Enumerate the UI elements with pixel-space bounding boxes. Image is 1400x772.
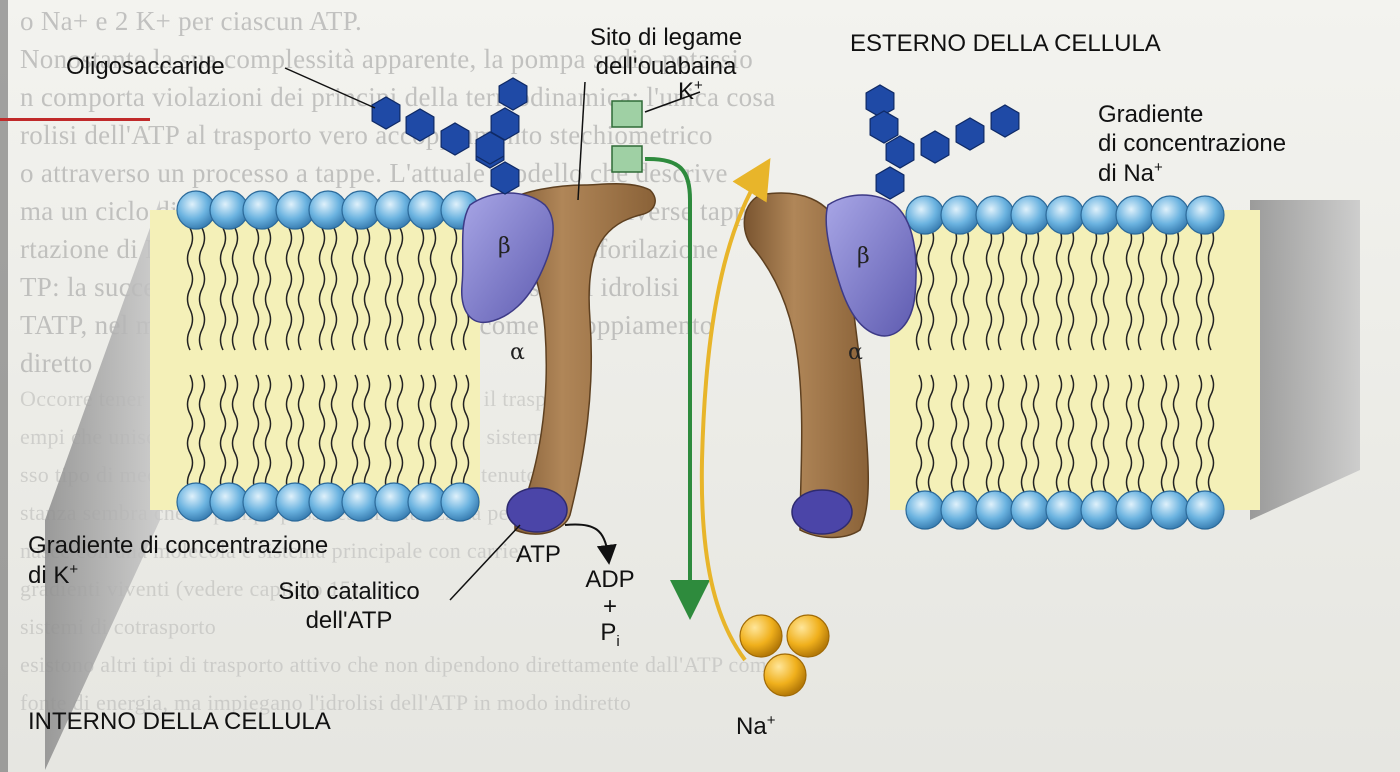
- alpha-label-right: α: [848, 340, 863, 365]
- phospholipid-head: [976, 196, 1014, 234]
- phospholipid-head: [1011, 491, 1049, 529]
- catalytic-site-leader: [450, 525, 520, 600]
- phospholipid-head: [243, 191, 281, 229]
- atp-site-right: [792, 490, 852, 534]
- na-gradient-label: Gradiente di concentrazione di Na+: [1098, 101, 1286, 188]
- phospholipid-head: [1046, 196, 1084, 234]
- sugar-hexagon: [921, 131, 949, 163]
- inside-cell-label: INTERNO DELLA CELLULA: [28, 708, 331, 737]
- phospholipid-head: [210, 191, 248, 229]
- atp-label: ATP: [516, 541, 561, 570]
- outside-cell-label: ESTERNO DELLA CELLULA: [850, 30, 1161, 59]
- phospholipid-head: [441, 483, 479, 521]
- phospholipid-head: [1081, 196, 1119, 234]
- atp-to-adp-arrow: [565, 524, 608, 555]
- phospholipid-head: [309, 191, 347, 229]
- sugar-hexagon: [991, 105, 1019, 137]
- sugar-hexagon: [441, 123, 469, 155]
- phospholipid-head: [375, 191, 413, 229]
- sugar-hexagon: [499, 78, 527, 110]
- phospholipid-head: [906, 491, 944, 529]
- phospholipid-head: [906, 196, 944, 234]
- membrane-slab-right: [1250, 200, 1360, 520]
- pi-subscript: i: [616, 633, 619, 650]
- phospholipid-head: [1116, 196, 1154, 234]
- na-gradient-line1: Gradiente: [1098, 101, 1286, 130]
- k-ion-symbol: K: [678, 78, 694, 105]
- na-gradient-charge: +: [1154, 159, 1163, 176]
- atp-catalytic-site-left: [507, 488, 567, 532]
- beta-label-left: β: [498, 234, 511, 259]
- na-ion-3: [764, 654, 806, 696]
- phospholipid-head: [309, 483, 347, 521]
- phospholipid-head: [1151, 196, 1189, 234]
- phospholipid-head: [177, 191, 215, 229]
- k-ion-label: K+: [678, 77, 703, 107]
- phospholipid-head: [342, 191, 380, 229]
- sugar-hexagon: [956, 118, 984, 150]
- na-gradient-line2: di concentrazione: [1098, 130, 1286, 159]
- na-ion-charge: +: [767, 712, 776, 729]
- ouabain-site-label: Sito di legame dell'ouabaina: [546, 24, 786, 82]
- adp-products-label: ADP + Pi: [570, 566, 650, 651]
- catalytic-site-line1: Sito catalitico: [254, 578, 444, 607]
- phospholipid-head: [976, 491, 1014, 529]
- na-ion-1: [740, 615, 782, 657]
- sugar-hexagon: [866, 85, 894, 117]
- phospholipid-head: [210, 483, 248, 521]
- phospholipid-head: [408, 191, 446, 229]
- phospholipid-head: [1151, 491, 1189, 529]
- k-ion-square-2: [612, 146, 642, 172]
- phospholipid-head: [276, 191, 314, 229]
- ouabain-site-leader: [578, 82, 585, 200]
- membrane-slab-left: [45, 200, 160, 770]
- pi-label: P: [600, 619, 616, 646]
- plus-label: +: [570, 595, 650, 619]
- k-gradient-line1: Gradiente di concentrazione: [28, 532, 328, 561]
- ouabain-site-label-line1: Sito di legame: [546, 24, 786, 53]
- sugar-hexagon: [372, 97, 400, 129]
- phospholipid-head: [243, 483, 281, 521]
- membrane-core-right: [890, 210, 1260, 510]
- phospholipid-head: [342, 483, 380, 521]
- phospholipid-head: [408, 483, 446, 521]
- catalytic-site-line2: dell'ATP: [254, 607, 444, 636]
- sugar-hexagon: [870, 111, 898, 143]
- phospholipid-head: [276, 483, 314, 521]
- catalytic-site-label: Sito catalitico dell'ATP: [254, 578, 444, 636]
- k-gradient-line2: di K: [28, 562, 69, 589]
- k-ion-square-1: [612, 101, 642, 127]
- ouabain-site-label-line2: dell'ouabaina: [546, 53, 786, 82]
- oligosaccharide-leader: [285, 68, 375, 108]
- k-ion-charge: +: [694, 77, 703, 94]
- beta-label-right: β: [857, 244, 870, 269]
- sugar-hexagon: [876, 167, 904, 199]
- sugar-hexagon: [886, 136, 914, 168]
- phospholipid-head: [1046, 491, 1084, 529]
- phospholipid-head: [1186, 491, 1224, 529]
- na-ion-symbol: Na: [736, 713, 767, 740]
- na-gradient-line3: di Na: [1098, 160, 1154, 187]
- sugar-hexagon: [491, 162, 519, 194]
- oligosaccharide-label: Oligosaccaride: [66, 53, 225, 82]
- sugar-hexagon: [406, 109, 434, 141]
- na-ion-label: Na+: [736, 712, 775, 742]
- phospholipid-head: [375, 483, 413, 521]
- phospholipid-head: [941, 491, 979, 529]
- na-ion-2: [787, 615, 829, 657]
- phospholipid-head: [1011, 196, 1049, 234]
- phospholipid-head: [1186, 196, 1224, 234]
- adp-label: ADP: [570, 566, 650, 595]
- k-gradient-charge: +: [69, 561, 78, 578]
- k-transport-arrow: [645, 159, 690, 600]
- alpha-label-left: α: [510, 340, 525, 365]
- phospholipid-head: [177, 483, 215, 521]
- phospholipid-head: [1081, 491, 1119, 529]
- na-transport-arrow: [702, 175, 760, 660]
- phospholipid-head: [1116, 491, 1154, 529]
- phospholipid-head: [941, 196, 979, 234]
